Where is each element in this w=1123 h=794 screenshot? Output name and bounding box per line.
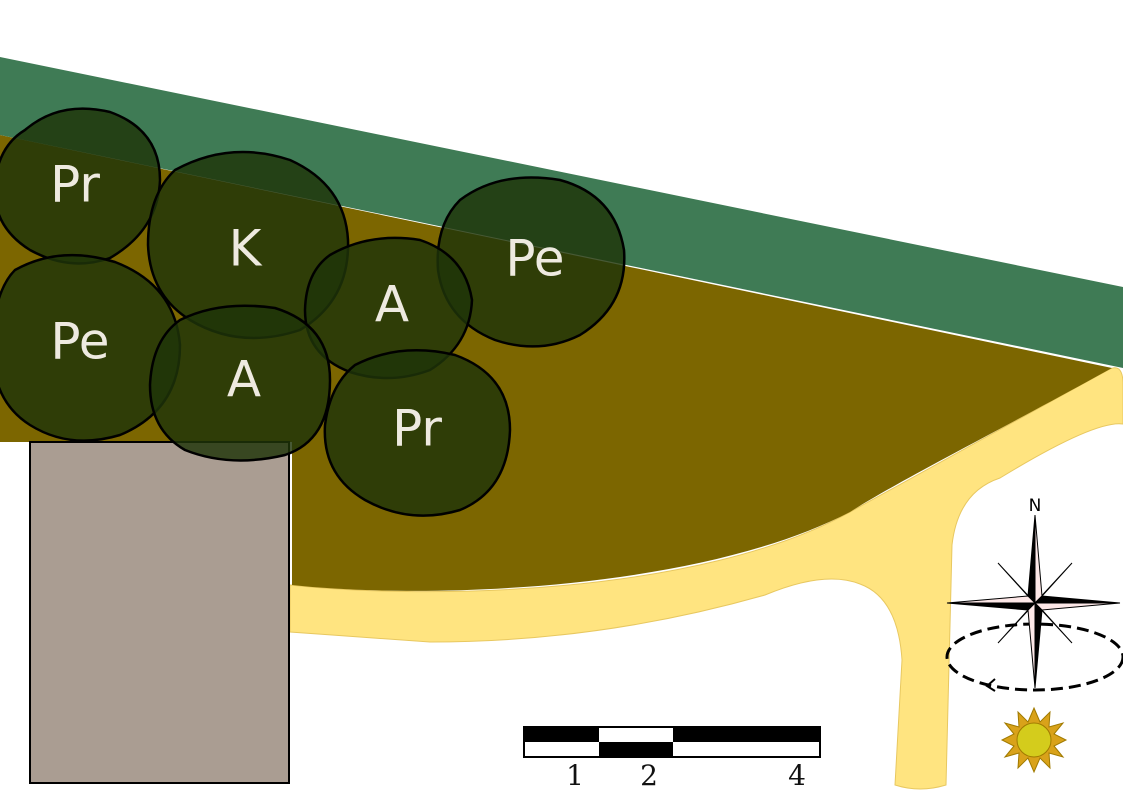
blob-label: A [227, 351, 261, 409]
blob-label: A [375, 276, 409, 334]
blob-label: Pe [50, 313, 109, 371]
wall-block [29, 441, 290, 784]
blob-pe-2 [0, 253, 182, 442]
root-zone [289, 367, 1123, 790]
compass-rose-icon: N [945, 496, 1123, 692]
scale-bar: 1 2 4 [523, 726, 821, 792]
blob-a-2 [148, 304, 332, 462]
scale-tick: 1 [566, 759, 584, 792]
blob-pr-2 [323, 349, 512, 517]
scale-tick: 2 [640, 759, 658, 792]
north-label: N [1029, 496, 1042, 516]
blob-label: Pe [505, 230, 564, 288]
sun-icon [1000, 706, 1068, 774]
scale-tick: 4 [788, 759, 806, 792]
blob-label: Pr [50, 156, 100, 214]
blob-pr-1 [0, 107, 162, 265]
blob-label: Pr [392, 400, 442, 458]
blob-label: K [229, 220, 263, 278]
